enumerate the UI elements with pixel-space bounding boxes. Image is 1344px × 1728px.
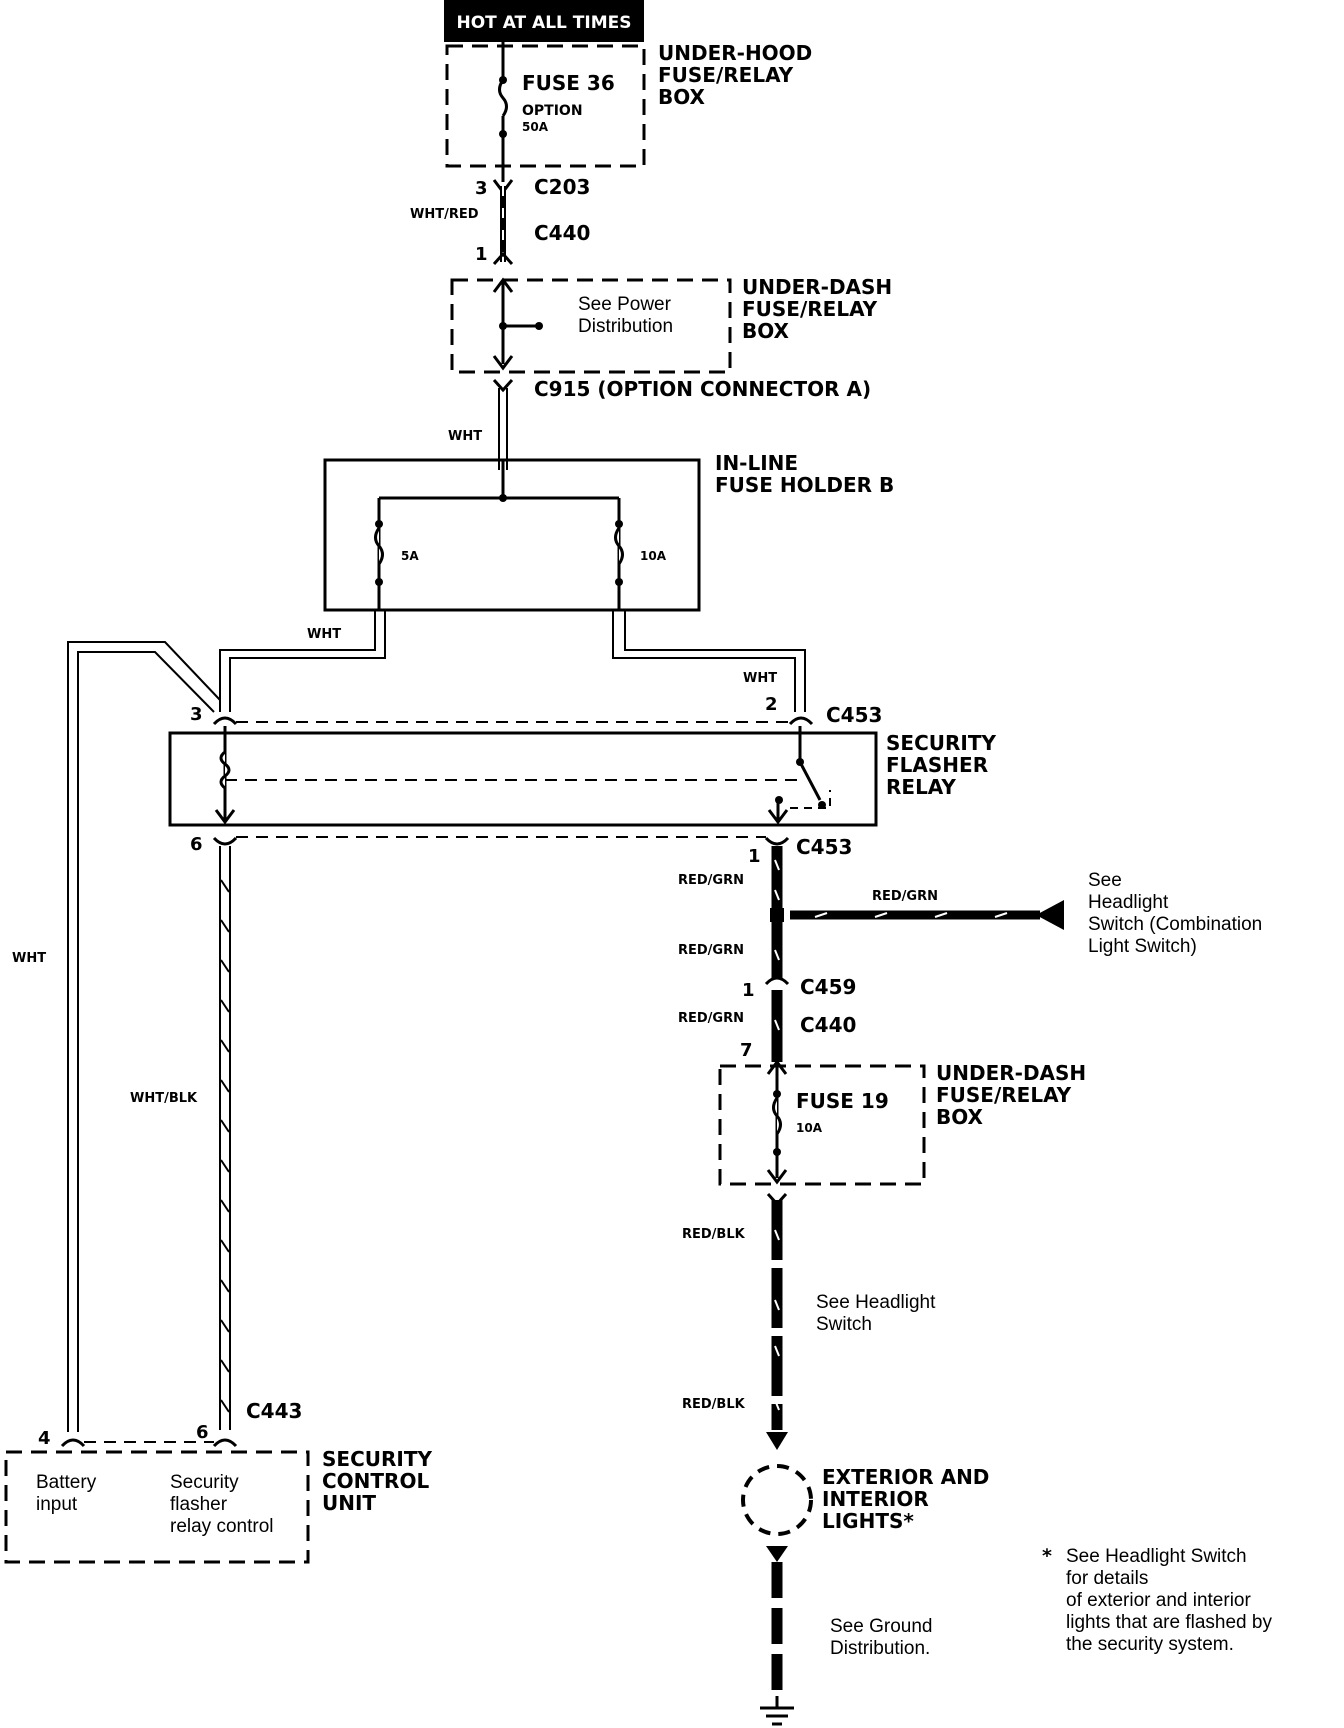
c459-pin: 1 xyxy=(742,980,755,1001)
c203-label: C203 xyxy=(534,175,590,199)
ground-note-2: Distribution. xyxy=(830,1638,930,1659)
relay-bottom-connector: C453 xyxy=(796,835,852,859)
battery-input-1: Battery xyxy=(36,1472,97,1493)
c203-pin: 3 xyxy=(475,178,488,199)
relay-pin-right-top: 2 xyxy=(765,694,778,715)
footnote-5: the security system. xyxy=(1066,1634,1234,1655)
underdash-top-note-1: See Power xyxy=(578,294,672,315)
footnote-2: for details xyxy=(1066,1568,1148,1589)
rb-wire-1: RED/BLK xyxy=(682,1227,746,1242)
underdash-top-note-2: Distribution xyxy=(578,316,673,337)
fuse36-option: OPTION xyxy=(522,103,583,119)
rg-wire-1: RED/GRN xyxy=(678,873,744,888)
c443-label: C443 xyxy=(246,1399,302,1423)
c459-label: C459 xyxy=(800,975,856,999)
underdash-top-name-3: BOX xyxy=(742,319,790,343)
control-unit-name-1: SECURITY xyxy=(322,1447,432,1471)
c203-wire: WHT/RED xyxy=(410,207,479,222)
flasher-control-3: relay control xyxy=(170,1516,274,1537)
relay-pin-left-bottom: 6 xyxy=(190,834,203,855)
ground-icon xyxy=(760,1696,794,1726)
relay-name-2: FLASHER xyxy=(886,753,988,777)
c440-top-pin: 1 xyxy=(475,244,488,265)
underdash-bottom-name-1: UNDER-DASH xyxy=(936,1061,1086,1085)
underdash-bottom-name-2: FUSE/RELAY xyxy=(936,1083,1072,1107)
pin6-label: 6 xyxy=(196,1422,209,1443)
control-unit-box xyxy=(4,1450,310,1564)
headlight-note-4: Light Switch) xyxy=(1088,936,1197,957)
underdash-box-bottom-outline xyxy=(718,1064,926,1186)
hot-label-box xyxy=(444,0,644,42)
underdash-top-name-1: UNDER-DASH xyxy=(742,275,892,299)
underhood-name-1: UNDER-HOOD xyxy=(658,41,812,65)
underhood-name-2: FUSE/RELAY xyxy=(658,63,794,87)
lights-name-3: LIGHTS* xyxy=(822,1509,914,1533)
headlight-note-1: See xyxy=(1088,870,1122,891)
inline-fuse-left-rating: 5A xyxy=(401,549,419,563)
wht-blk-stripes xyxy=(220,879,230,1413)
headlight-switch-note-2: Switch xyxy=(816,1314,872,1335)
upper-left-wire: WHT xyxy=(307,627,341,642)
underhood-box-outline xyxy=(445,44,646,168)
fuse19-rating: 10A xyxy=(796,1121,823,1135)
relay-box xyxy=(168,731,878,827)
footnote-star: * xyxy=(1042,1545,1052,1567)
c440-top-label: C440 xyxy=(534,221,590,245)
lights-name-1: EXTERIOR AND xyxy=(822,1465,989,1489)
c440-bottom-pin: 7 xyxy=(740,1040,753,1061)
headlight-note-3: Switch (Combination xyxy=(1088,914,1262,935)
inline-fuse-name-2: FUSE HOLDER B xyxy=(715,473,894,497)
inline-fuse-name-1: IN-LINE xyxy=(715,451,798,475)
inline-fuse-right-rating: 10A xyxy=(640,549,667,563)
flasher-control-2: flasher xyxy=(170,1494,228,1515)
rb-wire-2: RED/BLK xyxy=(682,1397,746,1412)
c915-label: C915 (OPTION CONNECTOR A) xyxy=(534,377,871,401)
ground-note-1: See Ground xyxy=(830,1616,932,1637)
wht-blk-label: WHT/BLK xyxy=(130,1091,198,1106)
fuse36-rating: 50A xyxy=(522,120,549,134)
lights-name-2: INTERIOR xyxy=(822,1487,929,1511)
control-unit-name-2: CONTROL xyxy=(322,1469,429,1493)
relay-top-connector: C453 xyxy=(826,703,882,727)
relay-pin-left-top: 3 xyxy=(190,704,203,725)
far-left-wire: WHT xyxy=(12,951,46,966)
underdash-top-name-2: FUSE/RELAY xyxy=(742,297,878,321)
c440-bottom-label: C440 xyxy=(800,1013,856,1037)
underhood-name-3: BOX xyxy=(658,85,706,109)
relay-pin-right-bottom: 1 xyxy=(748,846,761,867)
rg-headlight-wire: RED/GRN xyxy=(872,889,938,904)
underdash-box-top-outline xyxy=(450,278,732,374)
relay-name-1: SECURITY xyxy=(886,731,996,755)
flasher-control-1: Security xyxy=(170,1472,239,1493)
hot-label: HOT AT ALL TIMES xyxy=(457,13,632,33)
c915-wire: WHT xyxy=(448,429,482,444)
fuse36-label: FUSE 36 xyxy=(522,71,615,95)
rg-wire-2: RED/GRN xyxy=(678,943,744,958)
headlight-note-2: Headlight xyxy=(1088,892,1169,913)
control-unit-name-3: UNIT xyxy=(322,1491,376,1515)
rg-wire-3: RED/GRN xyxy=(678,1011,744,1026)
relay-name-3: RELAY xyxy=(886,775,956,799)
footnote-4: lights that are flashed by xyxy=(1066,1612,1272,1633)
upper-right-wire: WHT xyxy=(743,671,777,686)
fuse19-label: FUSE 19 xyxy=(796,1089,889,1113)
pin4-label: 4 xyxy=(38,1428,51,1449)
headlight-switch-note-1: See Headlight xyxy=(816,1292,936,1313)
footnote-3: of exterior and interior xyxy=(1066,1590,1251,1611)
lights-bulb xyxy=(741,1464,813,1536)
inline-fuse-box xyxy=(323,458,701,612)
battery-input-2: input xyxy=(36,1494,78,1515)
footnote-1: See Headlight Switch xyxy=(1066,1546,1247,1567)
underdash-bottom-name-3: BOX xyxy=(936,1105,984,1129)
